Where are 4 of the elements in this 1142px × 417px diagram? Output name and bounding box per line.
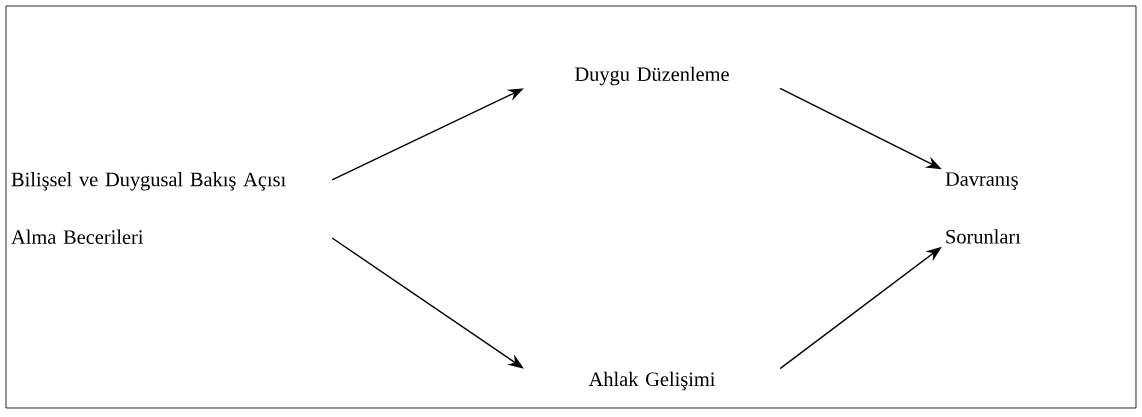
node-label: Davranış Sorunları bbox=[945, 172, 1021, 244]
node-label: Bilişsel ve Duygusal Bakış Açısı Alma Becerileri bbox=[11, 172, 286, 244]
node-label: Duygu Düzenleme bbox=[575, 66, 729, 86]
node-label: Ahlak Gelişimi bbox=[588, 371, 716, 391]
